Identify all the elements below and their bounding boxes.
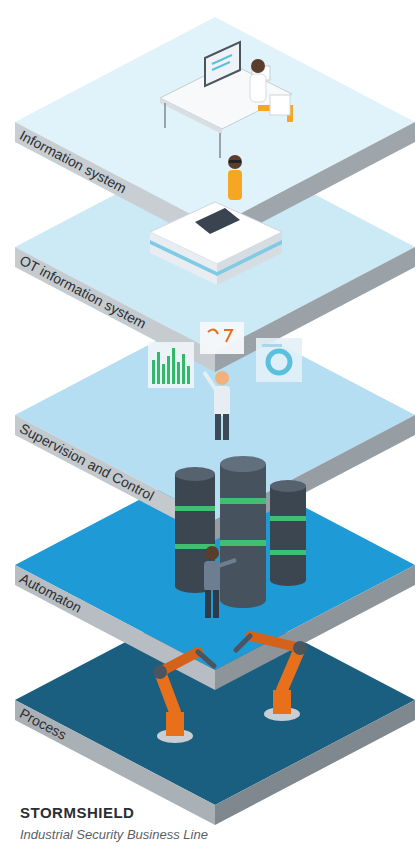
brand-subtitle: Industrial Security Business Line (20, 827, 208, 842)
brand-subtitle: Industrial Security Business Line (20, 827, 208, 842)
brand-logo: STORMSHIELD (20, 804, 134, 821)
brand-logo: STORMSHIELD (20, 804, 134, 821)
